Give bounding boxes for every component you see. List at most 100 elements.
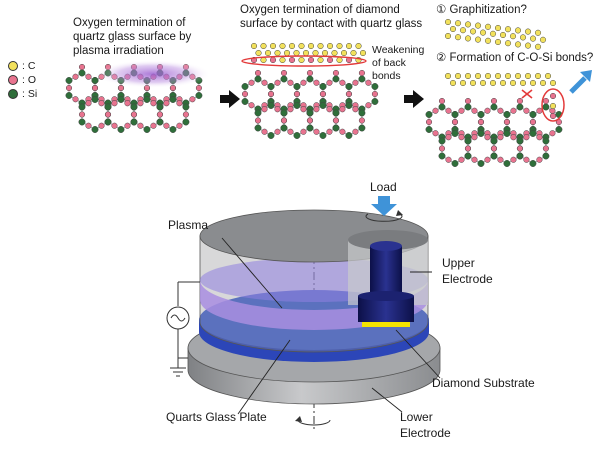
silicon-atom xyxy=(542,137,550,145)
oxygen-atom xyxy=(241,90,249,98)
oxygen-atom xyxy=(274,79,281,86)
diamond-carbon-layer-step2 xyxy=(250,42,367,64)
carbon-atom xyxy=(499,79,507,87)
carbon-atom xyxy=(484,72,492,80)
carbon-atom xyxy=(444,72,452,80)
graphitized-carbon-atom xyxy=(499,31,507,39)
load-label: Load xyxy=(370,180,397,194)
oxygen-atom xyxy=(458,107,465,114)
oxygen-atom xyxy=(365,79,372,86)
carbon-atom xyxy=(302,49,310,57)
silicon-atom xyxy=(267,102,275,109)
carbon-atom xyxy=(524,72,532,80)
carbon-atom xyxy=(326,42,334,50)
bridging-oxygen-atom xyxy=(549,92,557,100)
carbon-atom xyxy=(509,79,517,87)
oxygen-atom xyxy=(471,107,478,114)
silicon-atom xyxy=(451,160,459,167)
oxygen-atom xyxy=(549,130,556,137)
oxygen-atom xyxy=(150,122,157,129)
step1-title-line3: plasma irradiation xyxy=(73,45,164,57)
oxygen-atom xyxy=(523,156,530,163)
silicon-atom xyxy=(254,124,262,132)
oxygen-atom xyxy=(150,100,157,107)
graphitized-carbon-atom xyxy=(444,18,452,26)
oxygen-atom xyxy=(124,100,131,107)
silicon-atom xyxy=(425,111,433,118)
silicon-atom xyxy=(182,103,190,111)
terminal-oxygen-atom xyxy=(280,69,288,77)
oxygen-atom xyxy=(163,100,170,107)
silicon-atom xyxy=(104,118,112,126)
oxygen-atom xyxy=(510,107,517,114)
oxygen-atom xyxy=(176,122,183,129)
carbon-atom xyxy=(539,79,547,87)
oxygen-atom xyxy=(287,79,294,86)
oxygen-atom xyxy=(280,117,288,124)
oxygen-atom xyxy=(464,145,472,152)
graphitized-carbon-atom xyxy=(484,23,492,30)
terminal-oxygen-atom xyxy=(542,97,549,105)
oxygen-atom xyxy=(163,122,170,129)
silicon-atom xyxy=(516,103,524,111)
oxygen-atom xyxy=(313,128,320,135)
carbon-atom xyxy=(279,56,286,64)
lower-electrode-label-line2: Electrode xyxy=(400,426,451,440)
carbon-atom xyxy=(459,79,467,87)
carbon-atom xyxy=(321,49,329,57)
oxygen-atom xyxy=(432,130,439,137)
silicon-atom xyxy=(464,137,472,145)
carbon-atom xyxy=(331,49,338,57)
silicon-atom xyxy=(91,96,99,103)
silicon-atom xyxy=(130,118,138,126)
carbon-atom xyxy=(274,49,281,57)
graphitized-carbon-atom xyxy=(534,29,542,36)
graphitized-carbon-atom xyxy=(454,20,462,27)
silicon-atom xyxy=(358,109,366,117)
silicon-atom xyxy=(516,152,524,160)
silicon-atom xyxy=(169,96,177,103)
oxygen-atom xyxy=(300,79,307,86)
oxygen-atom xyxy=(523,107,530,114)
silicon-atom xyxy=(490,103,498,111)
carbon-atom xyxy=(529,79,537,87)
lift-arrow-shaft xyxy=(569,76,587,94)
upper-electrode-label-line2: Electrode xyxy=(442,272,493,286)
lower-electrode-label-line1: Lower xyxy=(400,410,433,424)
graphitized-carbon-atom xyxy=(519,34,527,41)
bond-break-icon xyxy=(521,89,533,99)
silicon-atom xyxy=(332,75,340,83)
oxygen-atom xyxy=(72,73,79,80)
graphitized-carbon-atom xyxy=(474,22,482,29)
oxygen-atom xyxy=(261,106,268,113)
silicon-atom xyxy=(332,124,340,132)
carbon-layers-step3 xyxy=(444,18,557,120)
silicon-atom xyxy=(241,98,249,105)
oxygen-atom xyxy=(352,128,359,135)
terminal-oxygen-atom xyxy=(332,69,339,77)
oxygen-atom xyxy=(137,122,144,129)
legend-silicon-label: : Si xyxy=(22,88,38,100)
legend-carbon: : C xyxy=(8,60,35,72)
oxygen-atom xyxy=(85,100,92,107)
silicon-atom xyxy=(464,152,472,160)
oxygen-atom xyxy=(458,156,465,163)
step3-option2: ② Formation of C-O-Si bonds? xyxy=(436,52,594,64)
diamond-substrate-leader xyxy=(395,329,441,379)
silicon-atom xyxy=(117,96,125,103)
silicon-atom xyxy=(182,118,190,126)
graphitized-carbon-atom xyxy=(444,32,452,40)
oxygen-atom xyxy=(484,107,491,114)
oxygen-atom xyxy=(274,128,281,135)
silicon-atom xyxy=(130,103,138,111)
silicon-atom xyxy=(143,126,151,133)
oxygen-atom xyxy=(477,118,485,126)
oxygen-atom xyxy=(438,145,446,152)
carbon-atom xyxy=(549,79,557,87)
c-o-si-bond-highlight xyxy=(541,88,565,122)
quartz-lattice-step2 xyxy=(241,69,379,139)
silicon-atom xyxy=(104,103,112,111)
oxygen-atom xyxy=(326,128,333,135)
oxygen-atom xyxy=(339,128,346,135)
oxygen-atom xyxy=(248,79,255,86)
